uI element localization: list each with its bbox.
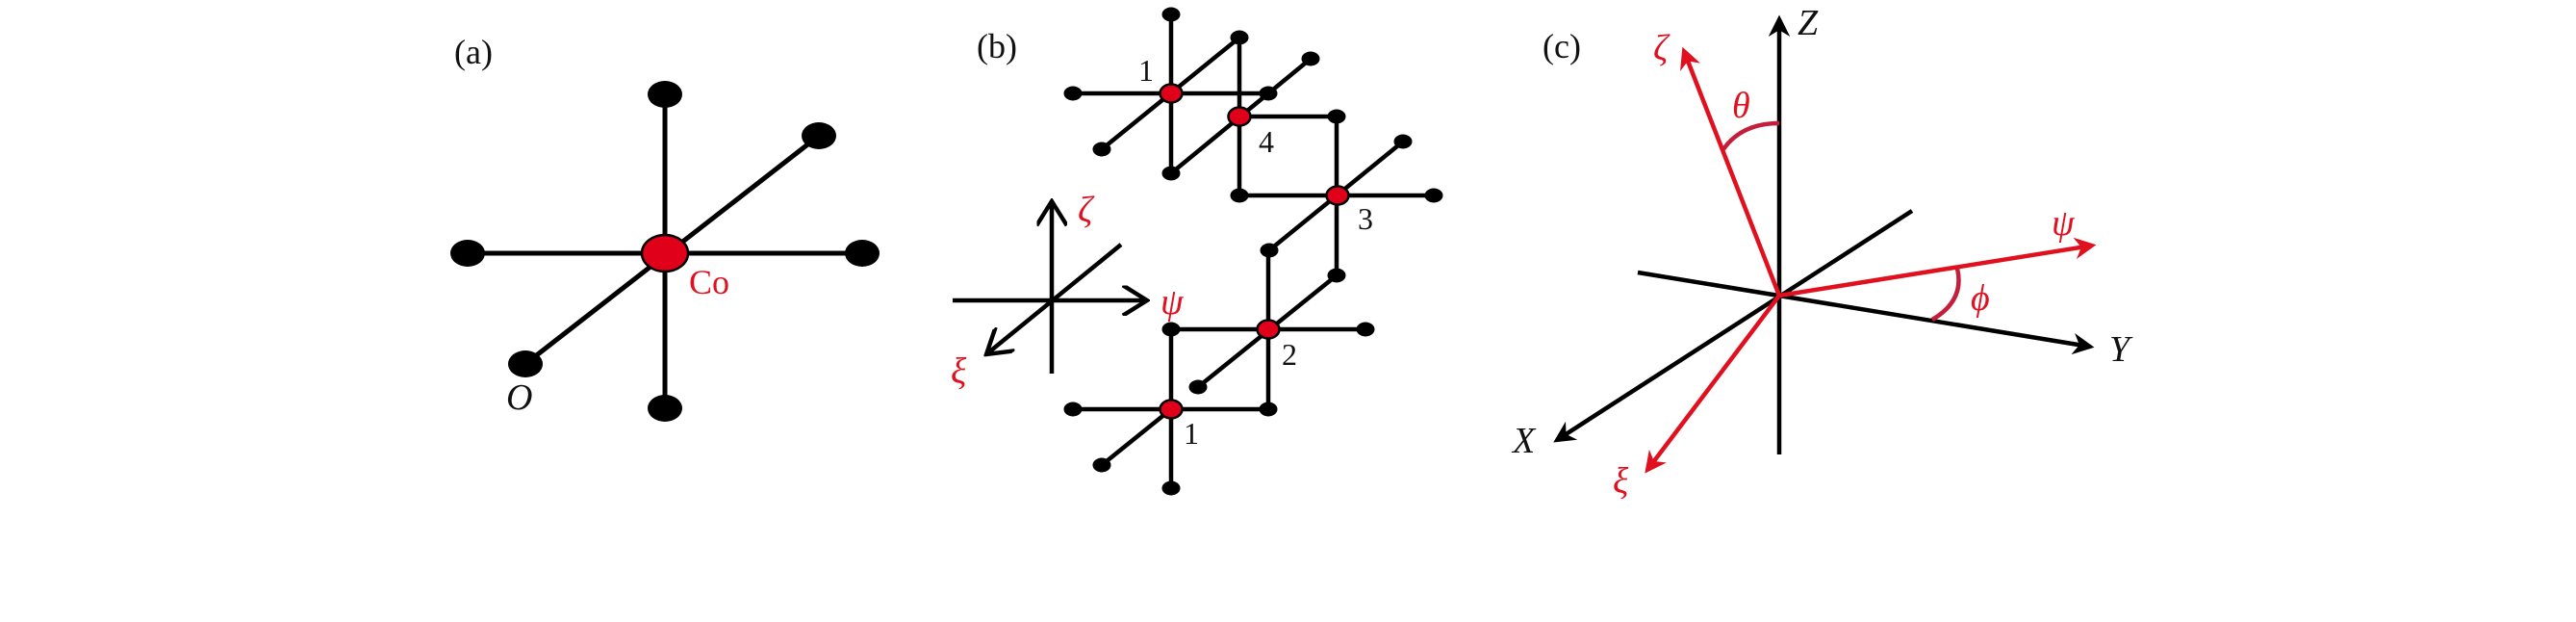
site-label-1-bottom: 1 [1184,416,1199,451]
co-label: Co [689,263,729,301]
x-axis-label: X [1511,421,1537,461]
panel-c-coordinate-frames: (c) Z X Y ζ ψ ξ θ ϕ [1511,3,2133,502]
local-axes-b: ζ ψ ξ [951,190,1185,392]
panel-a-label: (a) [454,33,493,71]
o-atom-front [508,350,543,377]
co-site-2 [1256,319,1281,340]
xi-label-b: ξ [951,351,967,392]
local-axes-c: ζ ψ ξ [1613,28,2097,502]
zeta-label-c: ζ [1653,28,1671,68]
phi-label: ϕ [1971,278,1990,319]
xi-label-c: ξ [1613,461,1629,502]
y-axis-label: Y [2109,329,2133,370]
psi-label-b: ψ [1160,282,1185,323]
chain-bonds [1073,14,1434,488]
o-atom-right [845,240,880,267]
site-label-1-top: 1 [1138,53,1154,88]
panel-c-label: (c) [1543,27,1581,65]
panel-b-chain: (b) [951,7,1443,496]
oxygen-atoms [1063,7,1443,496]
zeta-label-b: ζ [1078,190,1095,230]
site-label-2: 2 [1282,337,1297,372]
co-atom [640,233,690,273]
o-atom-back [802,122,836,149]
o-atom-left [450,240,485,267]
co-site-4 [1227,106,1252,127]
o-atom-bottom [648,395,682,422]
site-label-4: 4 [1259,124,1274,159]
z-axis-label: Z [1798,3,1819,43]
co-site-1-bottom [1159,399,1184,420]
co-site-3 [1325,185,1350,206]
co-site-1-top [1159,83,1184,104]
angle-arcs: θ ϕ [1722,86,1990,322]
panel-a-octahedron: (a) Co O [450,33,880,422]
theta-label: θ [1732,86,1750,126]
lab-axes: Z X Y [1511,3,2133,461]
o-atom-top [648,81,682,108]
panel-b-label: (b) [977,27,1017,65]
o-label: O [506,377,532,418]
psi-label-c: ψ [2052,203,2076,244]
site-label-3: 3 [1358,201,1373,236]
